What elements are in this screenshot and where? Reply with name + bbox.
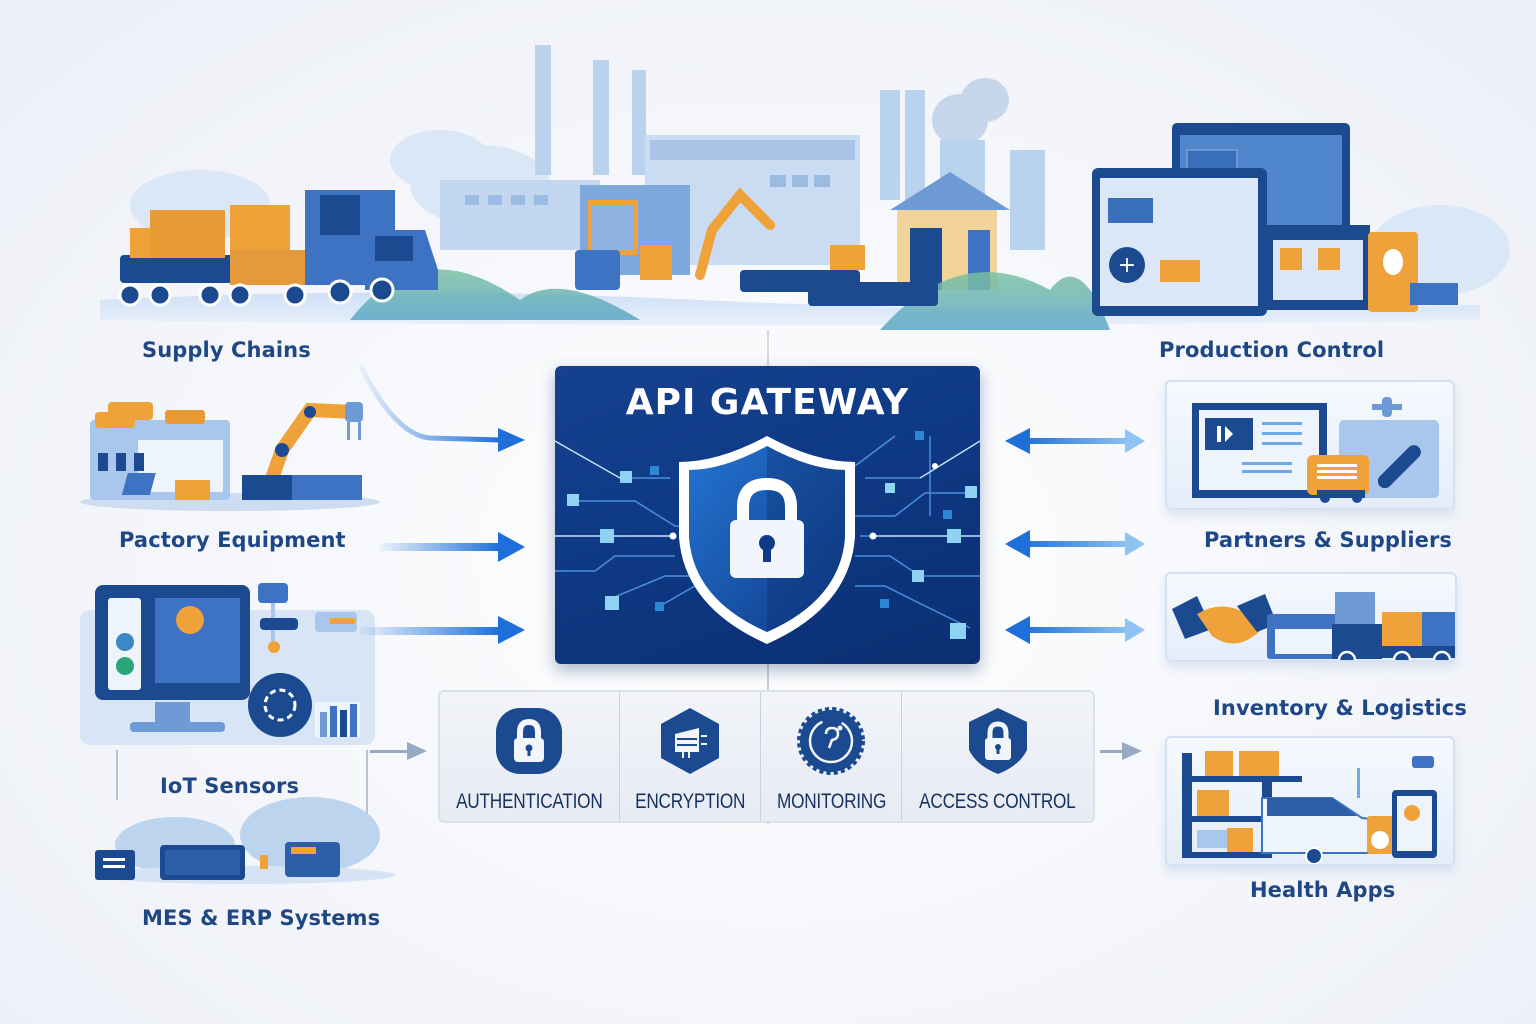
factory-building-icon bbox=[440, 135, 1010, 290]
security-features-bar: AUTHENTICATION ENCRYPTION MONITORING ACC… bbox=[438, 690, 1095, 823]
target-label-health-apps: Health Apps bbox=[1250, 878, 1396, 902]
conveyor-cart-icon bbox=[575, 245, 938, 306]
target-label-inventory-logistics: Inventory & Logistics bbox=[1213, 696, 1467, 720]
chip-icon bbox=[660, 708, 719, 774]
connector-line bbox=[116, 750, 118, 800]
circuit-lines-decoration bbox=[555, 431, 980, 639]
feature-label: AUTHENTICATION bbox=[456, 790, 603, 813]
feature-monitoring[interactable]: MONITORING bbox=[761, 692, 903, 821]
feature-label: MONITORING bbox=[776, 790, 886, 813]
arrow-iot-sensors-to-gateway bbox=[360, 616, 525, 644]
iot-sensors-icon bbox=[80, 583, 375, 745]
target-label-partners-suppliers: Partners & Suppliers bbox=[1204, 528, 1453, 552]
api-gateway-panel[interactable]: API GATEWAY bbox=[555, 366, 980, 664]
gateway-title: API GATEWAY bbox=[625, 382, 910, 423]
industrial-scene-illustration: + bbox=[100, 45, 1510, 330]
inventory-logistics-icon bbox=[1182, 751, 1437, 865]
feature-authentication[interactable]: AUTHENTICATION bbox=[440, 692, 620, 821]
arrow-factory-equipment-to-gateway bbox=[380, 532, 525, 562]
factory-chimneys-icon bbox=[535, 45, 1045, 250]
arrow-gateway-partners-suppliers bbox=[1005, 530, 1145, 558]
inventory-logistics-card[interactable] bbox=[1165, 736, 1455, 866]
source-label-supply-chains: Supply Chains bbox=[142, 338, 311, 362]
arrow-gateway-inventory-logistics bbox=[1005, 616, 1145, 644]
inbound-arrows bbox=[357, 363, 525, 760]
svg-text:+: + bbox=[1118, 253, 1136, 278]
bidirectional-arrows bbox=[1005, 428, 1145, 760]
mes-erp-icon bbox=[95, 797, 395, 884]
control-dashboard-screens-icon: + bbox=[1092, 123, 1458, 316]
delivery-truck-icon bbox=[118, 190, 438, 307]
production-control-card[interactable] bbox=[1165, 380, 1455, 510]
partners-suppliers-card[interactable] bbox=[1165, 572, 1469, 670]
partners-handshake-icon bbox=[1172, 592, 1469, 670]
connector-line bbox=[366, 750, 368, 830]
shield-lock-icon bbox=[968, 708, 1027, 774]
arrow-supply-chains-to-gateway bbox=[357, 363, 525, 452]
arrow-features-to-health-apps bbox=[1100, 742, 1142, 760]
feature-label: ENCRYPTION bbox=[634, 790, 745, 813]
source-label-factory-equipment: Pactory Equipment bbox=[119, 528, 346, 552]
shield-lock-icon bbox=[679, 436, 855, 644]
feature-access-control[interactable]: ACCESS CONTROL bbox=[902, 692, 1093, 821]
feature-encryption[interactable]: ENCRYPTION bbox=[620, 692, 761, 821]
source-label-mes-erp-systems: MES & ERP Systems bbox=[142, 906, 381, 930]
arrow-iot-to-features bbox=[370, 742, 427, 760]
source-label-iot-sensors: IoT Sensors bbox=[160, 774, 300, 798]
divider-line bbox=[767, 330, 769, 366]
monitoring-gear-icon bbox=[797, 707, 866, 775]
production-control-icon bbox=[1192, 397, 1439, 503]
feature-label: ACCESS CONTROL bbox=[919, 790, 1076, 813]
lock-icon bbox=[496, 708, 563, 774]
target-label-production-control: Production Control bbox=[1159, 338, 1385, 362]
arrow-gateway-production-control bbox=[1005, 428, 1145, 454]
factory-equipment-icon bbox=[80, 402, 380, 511]
